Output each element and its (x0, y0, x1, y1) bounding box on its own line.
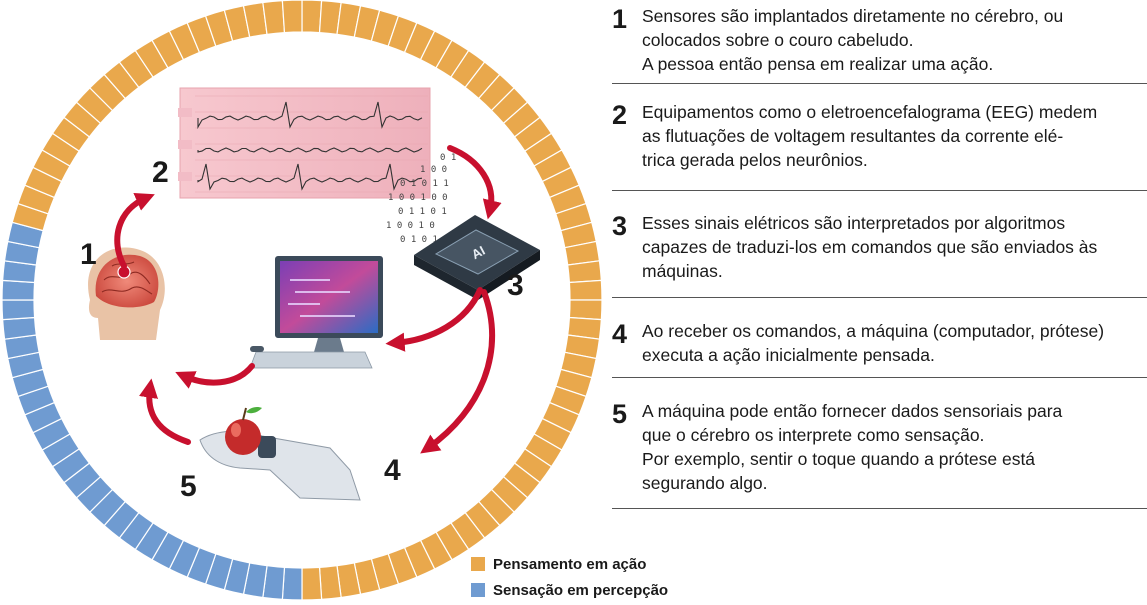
step-5: 5 A máquina pode então fornecer dados se… (612, 395, 1147, 509)
diagram-label-2: 2 (152, 156, 169, 189)
ring-segment (1, 279, 36, 301)
step-number: 5 (612, 399, 628, 429)
step-1: 1 Sensores são implantados diretamente n… (612, 0, 1147, 84)
diagram-label-1: 1 (80, 238, 97, 271)
eeg-trace (197, 101, 423, 130)
head-with-brain (88, 247, 165, 340)
arrow-1-to-2 (114, 192, 155, 269)
svg-text:0 1: 0 1 (440, 153, 456, 163)
step-2: 2 Equipamentos como o eletroencefalogram… (612, 96, 1147, 191)
ring-segment (318, 565, 342, 600)
step-4: 4 Ao receber os comandos, a máquina (com… (612, 315, 1147, 378)
legend-swatch-sensation (471, 583, 485, 597)
eeg-waveforms (197, 101, 423, 191)
chip-label: AI (469, 243, 488, 262)
segmented-ring (1, 0, 603, 601)
legend-label-thought: Pensamento em ação (493, 555, 647, 573)
legend: Pensamento em ação Sensação em percepção (471, 553, 668, 605)
step-number: 3 (612, 211, 628, 241)
diagram-label-4: 4 (384, 454, 401, 487)
svg-text:0 1 0 1 1: 0 1 0 1 1 (400, 179, 449, 189)
legend-label-sensation: Sensação em percepção (493, 581, 669, 599)
step-description: Esses sinais elétricos são interpretados… (642, 213, 1098, 281)
robotic-hand-with-apple (199, 407, 361, 501)
computer (249, 256, 383, 369)
ring-segment (262, 0, 286, 35)
step-description: Equipamentos como o eletroencefalograma … (642, 102, 1098, 170)
flow-arrows (114, 145, 502, 454)
step-number: 2 (612, 100, 628, 130)
arrow-2-to-3 (447, 145, 502, 220)
svg-text:1 0 0 1 0: 1 0 0 1 0 (386, 221, 435, 231)
binary-stream: 0 1 1 0 0 0 1 0 1 1 1 0 0 1 0 0 0 1 1 0 1 1… (386, 153, 456, 245)
legend-item-thought: Pensamento em ação (471, 553, 668, 575)
ring-segment (281, 566, 303, 601)
arrow-3-to-computer (385, 287, 483, 352)
eeg-trace (197, 163, 423, 191)
eeg-monitor (178, 87, 431, 199)
svg-text:0 1 0 1: 0 1 0 1 (400, 235, 438, 245)
step-description: Sensores são implantados diretamente no … (642, 6, 1064, 74)
diagram-label-3: 3 (507, 269, 524, 302)
bci-cycle-diagram: 0 1 1 0 0 0 1 0 1 1 1 0 0 1 0 0 0 1 1 0 1 1… (1, 0, 603, 601)
diagram-label-5: 5 (180, 470, 197, 503)
ring-segment (568, 299, 603, 321)
svg-text:1 0 0: 1 0 0 (420, 165, 447, 175)
step-description: Ao receber os comandos, a máquina (compu… (642, 321, 1105, 365)
step-description: A máquina pode então fornecer dados sens… (642, 401, 1063, 493)
step-number: 1 (612, 4, 628, 34)
legend-swatch-thought (471, 557, 485, 571)
arrow-5-to-head (139, 378, 191, 445)
ai-chip: AI (414, 215, 540, 300)
ring-segment (567, 260, 602, 284)
ring-segment (301, 0, 323, 34)
ring-segment (301, 566, 323, 601)
ring-segment (281, 0, 303, 34)
step-3: 3 Esses sinais elétricos são interpretad… (612, 207, 1147, 298)
svg-text:1 0 0 1 0 0: 1 0 0 1 0 0 (388, 193, 448, 203)
arrow-computer-to-head (175, 363, 255, 389)
arrow-3-to-4 (420, 289, 495, 454)
ring-segment (2, 316, 37, 340)
ring-segment (568, 279, 603, 301)
eeg-trace (197, 147, 423, 153)
step-number: 4 (612, 319, 628, 349)
ring-segment (1, 299, 36, 321)
legend-item-sensation: Sensação em percepção (471, 579, 668, 601)
svg-text:0 1 1 0 1: 0 1 1 0 1 (398, 207, 447, 217)
